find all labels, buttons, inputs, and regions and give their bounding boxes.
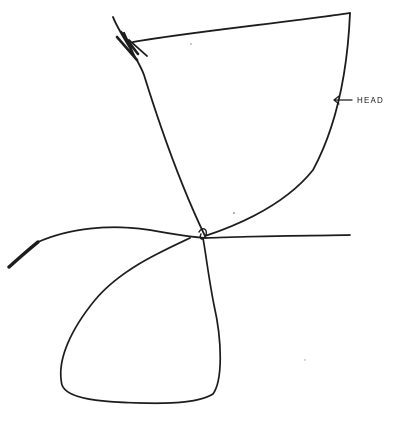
- scribble-mark: [117, 32, 147, 60]
- lower-lobe-outline: [61, 238, 221, 403]
- head-outline: [113, 13, 350, 236]
- cross-lines: [9, 227, 350, 267]
- speck-2: [190, 43, 192, 45]
- head-top-edge: [133, 13, 350, 42]
- head-annotation: HEAD: [334, 96, 384, 105]
- speck-3: [304, 359, 305, 360]
- head-right-edge: [205, 13, 350, 236]
- speck-1: [233, 212, 235, 214]
- head-label: HEAD: [357, 96, 384, 105]
- right-arm-line: [206, 235, 350, 238]
- lower-lobe: [61, 238, 221, 403]
- left-arm-line: [38, 227, 206, 242]
- paper-specks: [190, 43, 305, 360]
- left-arm-tip: [9, 242, 38, 267]
